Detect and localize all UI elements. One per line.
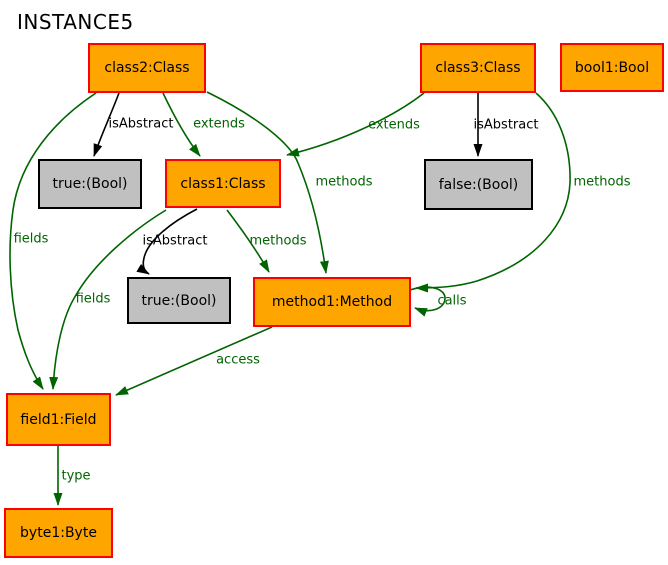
edge-class2-method1 xyxy=(206,91,329,274)
edge-class2-class1 xyxy=(162,92,201,157)
edge-class1-field1 xyxy=(49,209,167,390)
node-class1: class1:Class xyxy=(165,159,281,208)
edge-label-type: type xyxy=(61,468,91,484)
edge-label-methods-class3: methods xyxy=(573,174,631,190)
edge-label-calls: calls xyxy=(437,293,467,309)
edge-method1-calls xyxy=(409,286,446,317)
edge-label-methods-class1: methods xyxy=(249,233,307,249)
edge-label-extends-class2: extends xyxy=(193,116,245,132)
node-class2: class2:Class xyxy=(88,43,206,93)
node-true-bool-1: true:(Bool) xyxy=(38,159,142,209)
edge-label-fields-class2: fields xyxy=(13,231,49,247)
node-class3: class3:Class xyxy=(420,43,536,93)
node-true-bool-2: true:(Bool) xyxy=(127,277,231,324)
edge-label-isabstract-class2: isAbstract xyxy=(108,116,174,132)
diagram-title: INSTANCE5 xyxy=(17,10,134,34)
edge-label-fields-class1: fields xyxy=(75,291,111,307)
node-field1: field1:Field xyxy=(6,393,111,446)
edge-method1-field1 xyxy=(115,326,273,396)
edge-label-methods-class2: methods xyxy=(315,174,373,190)
edge-class2-true1 xyxy=(93,92,120,157)
edge-label-isabstract-class1: isAbstract xyxy=(142,233,208,249)
node-byte1: byte1:Byte xyxy=(4,508,113,558)
node-method1: method1:Method xyxy=(253,277,411,327)
edge-class1-true2 xyxy=(136,208,198,275)
edge-class2-field1 xyxy=(9,92,97,390)
edge-label-access: access xyxy=(216,352,260,368)
edge-class3-class1 xyxy=(286,92,425,157)
edge-class3-method1 xyxy=(415,92,571,293)
node-bool1: bool1:Bool xyxy=(560,43,664,92)
edge-label-isabstract-class3: isAbstract xyxy=(473,117,539,133)
node-false-bool: false:(Bool) xyxy=(424,159,533,210)
edge-class1-method1 xyxy=(226,209,270,273)
edge-label-extends-class3: extends xyxy=(368,117,420,133)
